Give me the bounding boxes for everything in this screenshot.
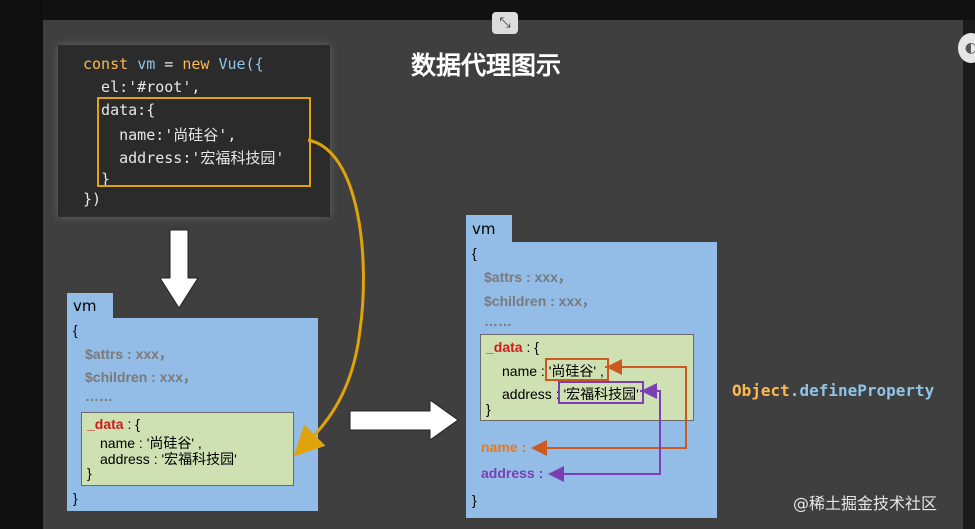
vm-left-data-box: _data : { name : '尚硅谷' , address : '宏福科技…	[81, 412, 294, 486]
name-connector	[531, 366, 687, 456]
code-variable: vm	[137, 55, 156, 73]
data-highlight-box	[97, 97, 311, 187]
address-connector	[548, 390, 661, 482]
curved-yellow-arrow	[293, 138, 365, 457]
object-word: Object	[732, 381, 790, 400]
vm-left-tab: vm	[67, 293, 113, 319]
vm-left-name: name : '尚硅谷' ,	[100, 435, 202, 451]
code-keyword-new: new	[182, 55, 210, 73]
vm-right-attrs: $attrs : xxx，	[484, 269, 572, 285]
down-arrow	[159, 229, 199, 309]
code-line-4: name:'尚硅谷',	[83, 126, 237, 144]
restore-icon[interactable]: ⤡	[492, 12, 518, 34]
vm-left-data-close: }	[87, 465, 92, 481]
name-key: name :	[502, 363, 549, 379]
vm-right-children: $children : xxx，	[484, 293, 597, 309]
vm-right-data-close: }	[486, 401, 491, 417]
name-value: '尚硅谷' ,	[548, 363, 604, 379]
data-open: : {	[123, 416, 140, 432]
proxy-name-label: name :	[481, 439, 527, 455]
code-operator: =	[155, 55, 183, 73]
address-value: '宏福科技园'	[563, 386, 639, 402]
data-open: : {	[522, 339, 539, 355]
vm-right-address: address : '宏福科技园'	[502, 384, 639, 404]
vm-right-dots: ……	[484, 313, 512, 329]
vm-right-data-head: _data : {	[486, 339, 539, 355]
vm-right-open: {	[472, 245, 477, 261]
code-line-6: }	[83, 170, 111, 188]
top-bar	[43, 0, 975, 20]
code-block: const vm = new Vue({ el:'#root', data:{ …	[58, 45, 330, 217]
code-constructor: Vue({	[209, 55, 264, 73]
right-arrow	[349, 399, 459, 441]
code-line-1: const vm = new Vue({	[83, 55, 264, 73]
vm-left-attrs: $attrs : xxx，	[85, 346, 173, 362]
address-key: address :	[502, 386, 564, 402]
data-key: _data	[486, 339, 523, 355]
vm-right-tab: vm	[466, 215, 512, 243]
slide-title: 数据代理图示	[411, 51, 562, 80]
vm-left-open: {	[73, 322, 78, 338]
vm-left-close: }	[73, 490, 78, 506]
proxy-address-label: address :	[481, 465, 544, 481]
vm-left-dots: ……	[85, 388, 113, 404]
code-line-3: data:{	[83, 101, 156, 119]
vm-right-name: name : '尚硅谷' ,	[502, 361, 604, 381]
watermark: @稀土掘金技术社区	[793, 494, 938, 513]
vm-left-children: $children : xxx，	[85, 369, 198, 385]
code-line-5: address:'宏福科技园'	[83, 149, 285, 167]
vm-right-close: }	[472, 492, 477, 508]
data-key: _data	[87, 416, 124, 432]
define-property-label: Object.defineProperty	[732, 381, 934, 400]
vm-left-box: { $attrs : xxx， $children : xxx， …… _dat…	[67, 318, 318, 511]
code-line-7: })	[83, 190, 102, 208]
code-keyword: const	[83, 55, 129, 73]
dot: .	[789, 381, 800, 400]
badge-icon[interactable]: ◐	[958, 33, 975, 63]
code-line-2: el:'#root',	[83, 78, 201, 96]
vm-right-data-box: _data : { name : '尚硅谷' , address : '宏福科技…	[480, 334, 694, 421]
vm-left-data-head: _data : {	[87, 416, 140, 432]
left-strip	[0, 0, 43, 529]
vm-left-address: address : '宏福科技园'	[100, 451, 237, 467]
right-strip	[963, 20, 975, 529]
vm-right-box: { $attrs : xxx， $children : xxx， …… _dat…	[466, 242, 717, 518]
method-word: defineProperty	[799, 381, 935, 400]
